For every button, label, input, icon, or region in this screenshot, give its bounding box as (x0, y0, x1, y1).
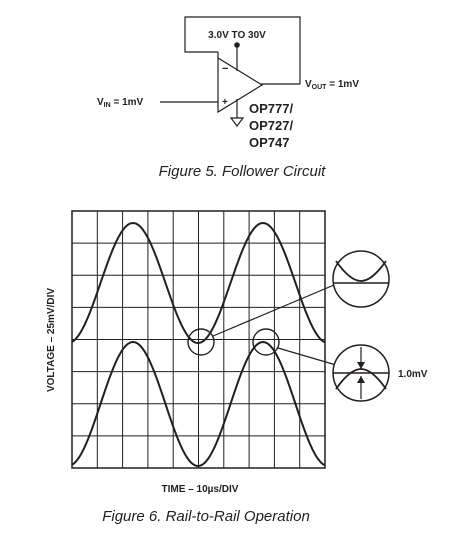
scope-frame (71, 210, 326, 469)
scope-grid (72, 211, 325, 468)
zoom-leader-line (212, 284, 335, 337)
op-amp-plus-sign: + (222, 97, 228, 108)
zoom-marker-circle (252, 328, 280, 356)
voltage-axis-label: VOLTAGE – 25mV/DIV (46, 288, 57, 392)
ground-symbol (229, 117, 245, 127)
op-amp-minus-sign: − (222, 63, 228, 75)
supply-label: 3.0V TO 30V (208, 30, 266, 41)
vout-label: VOUT = 1mV (305, 79, 359, 91)
figure-5-caption: Figure 5. Follower Circuit (159, 163, 327, 180)
part-name: OP777/ (249, 101, 293, 116)
op-amp-symbol (217, 56, 264, 114)
zoom-annotation: 1.0mV (398, 369, 428, 380)
output-trace (71, 221, 326, 345)
zoom-marker-circle (187, 328, 215, 356)
magnified-peak-view (332, 344, 390, 402)
vin-label: VIN = 1mV (97, 97, 144, 109)
time-axis-label: TIME – 10µs/DIV (162, 484, 239, 495)
feedback-wire (184, 16, 301, 84)
follower-circuit (160, 16, 301, 127)
part-name: OP727/ (249, 118, 293, 133)
supply-node (234, 42, 240, 48)
input-trace (71, 340, 326, 468)
part-name: OP747 (249, 135, 289, 150)
figure-6-caption: Figure 6. Rail-to-Rail Operation (102, 508, 310, 525)
magnified-trough-view (332, 250, 390, 308)
zoom-leader-line (277, 347, 337, 366)
